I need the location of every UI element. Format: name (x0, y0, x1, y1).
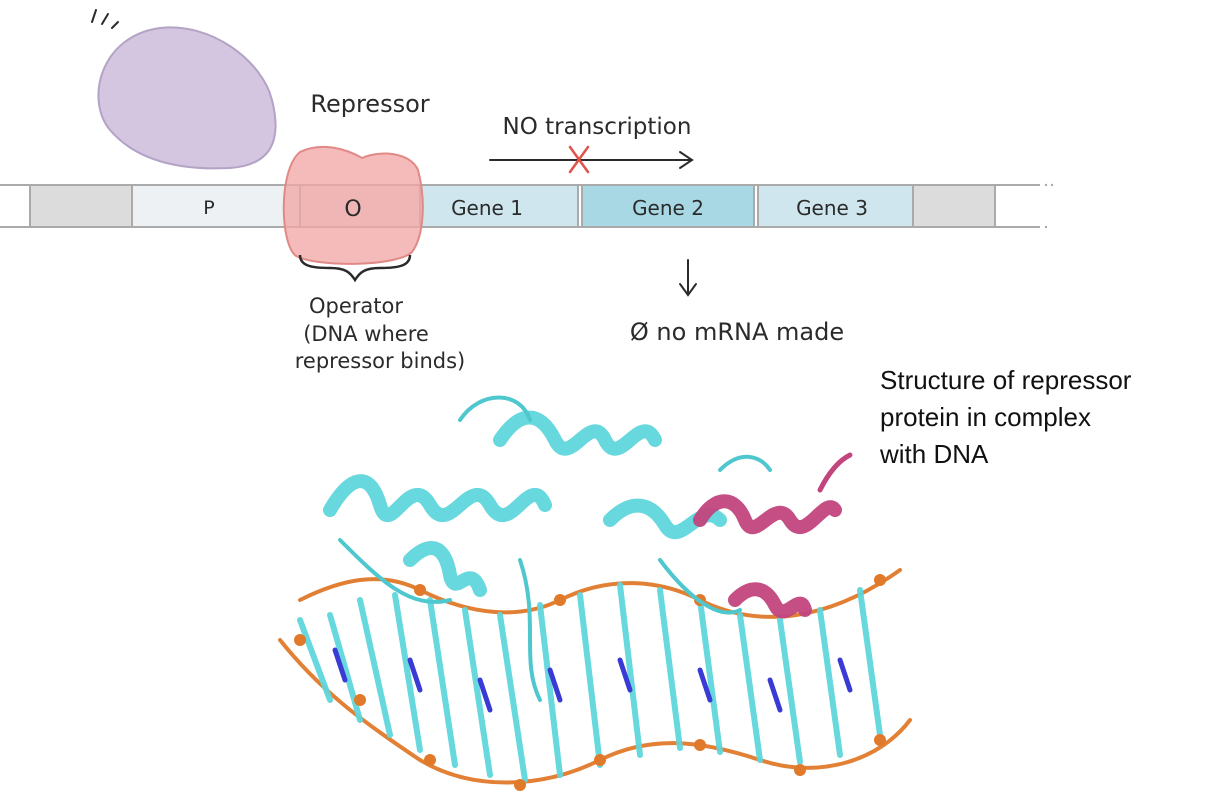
gene3-label: Gene 3 (796, 196, 868, 220)
caption-line2: protein in complex (880, 402, 1091, 432)
no-mrna-label: Ø no mRNA made (630, 318, 844, 346)
cross-icon (568, 145, 590, 174)
repressor-blob (282, 145, 424, 265)
gene3-segment (758, 186, 913, 226)
operator-brace (298, 254, 412, 283)
operator-desc-line2: repressor binds) (295, 349, 466, 373)
promoter-segment (132, 186, 300, 226)
inducer-blob (97, 26, 277, 170)
caption-line1: Structure of repressor (880, 365, 1132, 395)
no-transcription-label: NO transcription (503, 114, 692, 140)
down-arrow-icon (679, 259, 697, 297)
gene1-segment (420, 186, 578, 226)
dna-strip (0, 183, 1054, 229)
promoter-label: P (203, 197, 214, 219)
gene2-segment (582, 186, 754, 226)
operator-symbol: O (344, 197, 361, 222)
right-arrow-icon (489, 151, 694, 169)
operator-title: Operator (309, 294, 403, 318)
repressor-label: Repressor (310, 90, 429, 118)
structure-caption: Structure of repressor protein in comple… (880, 362, 1205, 473)
protein-dna-structure (278, 395, 912, 791)
gene1-label: Gene 1 (451, 196, 523, 220)
caption-line3: with DNA (880, 439, 989, 469)
motion-lines-icon (91, 9, 119, 29)
gene2-label: Gene 2 (632, 196, 704, 220)
operator-desc-line1: (DNA where (303, 322, 429, 346)
